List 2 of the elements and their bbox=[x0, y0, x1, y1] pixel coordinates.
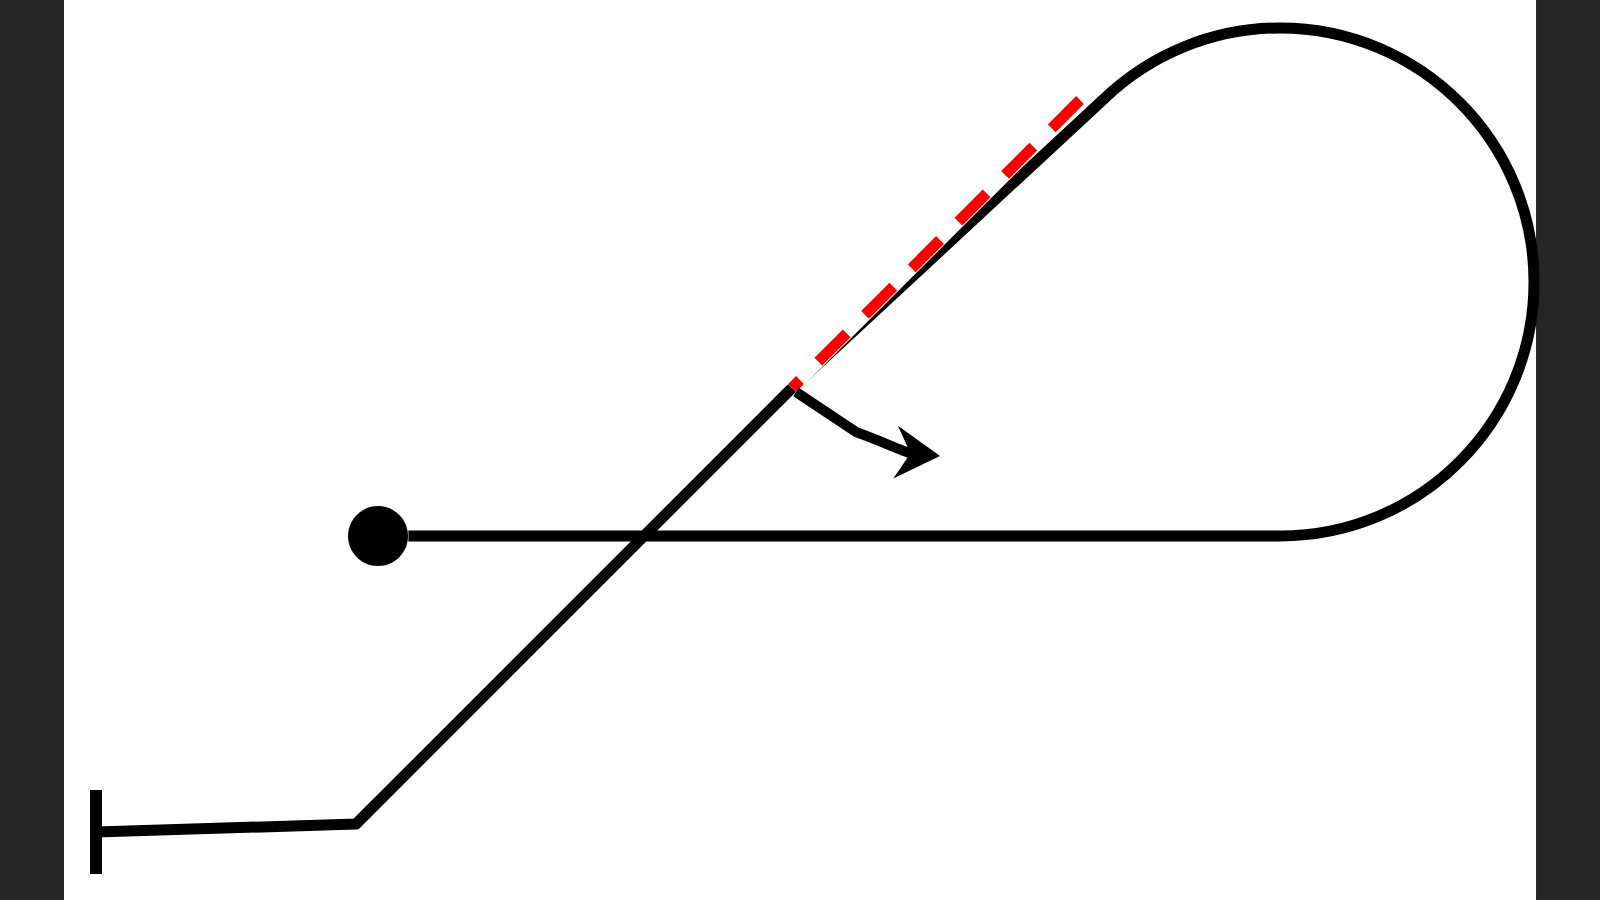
buffer-stop bbox=[90, 790, 102, 874]
track-end-dot bbox=[348, 506, 408, 566]
